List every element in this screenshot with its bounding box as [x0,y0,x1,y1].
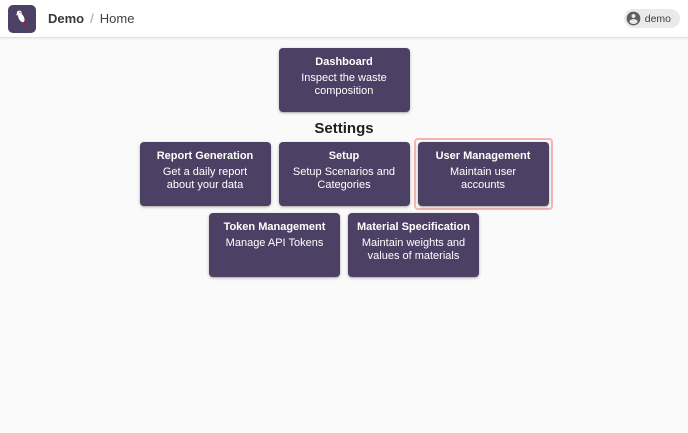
setup-card[interactable]: Setup Setup Scenarios and Categories [278,142,410,206]
app-header: Demo / Home demo [0,0,688,38]
breadcrumb-separator: / [90,11,94,26]
card-title: Material Specification [356,221,471,233]
home-page-content: Dashboard Inspect the waste composition … [0,38,688,277]
user-management-card[interactable]: User Management Maintain user accounts [417,142,549,206]
card-title: Setup [328,150,360,162]
settings-row-2: Token Management Manage API Tokens Mater… [209,213,479,277]
card-subtitle: Manage API Tokens [225,237,324,249]
card-subtitle: Setup Scenarios and Categories [292,166,396,191]
card-subtitle: Maintain weights and values of materials [361,237,466,262]
token-management-card[interactable]: Token Management Manage API Tokens [209,213,340,277]
card-title: Dashboard [315,56,373,68]
user-chip-label: demo [644,12,671,25]
card-title: User Management [435,150,531,162]
breadcrumb-app-link[interactable]: Demo [48,11,85,26]
settings-section-heading: Settings [314,120,374,137]
dashboard-row: Dashboard Inspect the waste composition [278,48,410,112]
user-management-highlight-frame: User Management Maintain user accounts [413,138,553,210]
parrot-logo-icon [10,7,34,31]
person-circle-icon [626,11,641,26]
breadcrumb: Demo / Home [48,11,134,26]
card-subtitle: Maintain user accounts [449,166,517,191]
user-menu-chip[interactable]: demo [623,9,680,28]
breadcrumb-current-page: Home [99,11,135,26]
app-logo[interactable] [8,4,36,33]
report-generation-card[interactable]: Report Generation Get a daily report abo… [139,142,271,206]
card-subtitle: Inspect the waste composition [301,72,387,97]
card-title: Token Management [223,221,326,233]
card-subtitle: Get a daily report about your data [162,166,248,191]
card-title: Report Generation [156,150,254,162]
settings-row-1: Report Generation Get a daily report abo… [139,138,553,210]
material-specification-card[interactable]: Material Specification Maintain weights … [348,213,479,277]
dashboard-card[interactable]: Dashboard Inspect the waste composition [278,48,410,112]
